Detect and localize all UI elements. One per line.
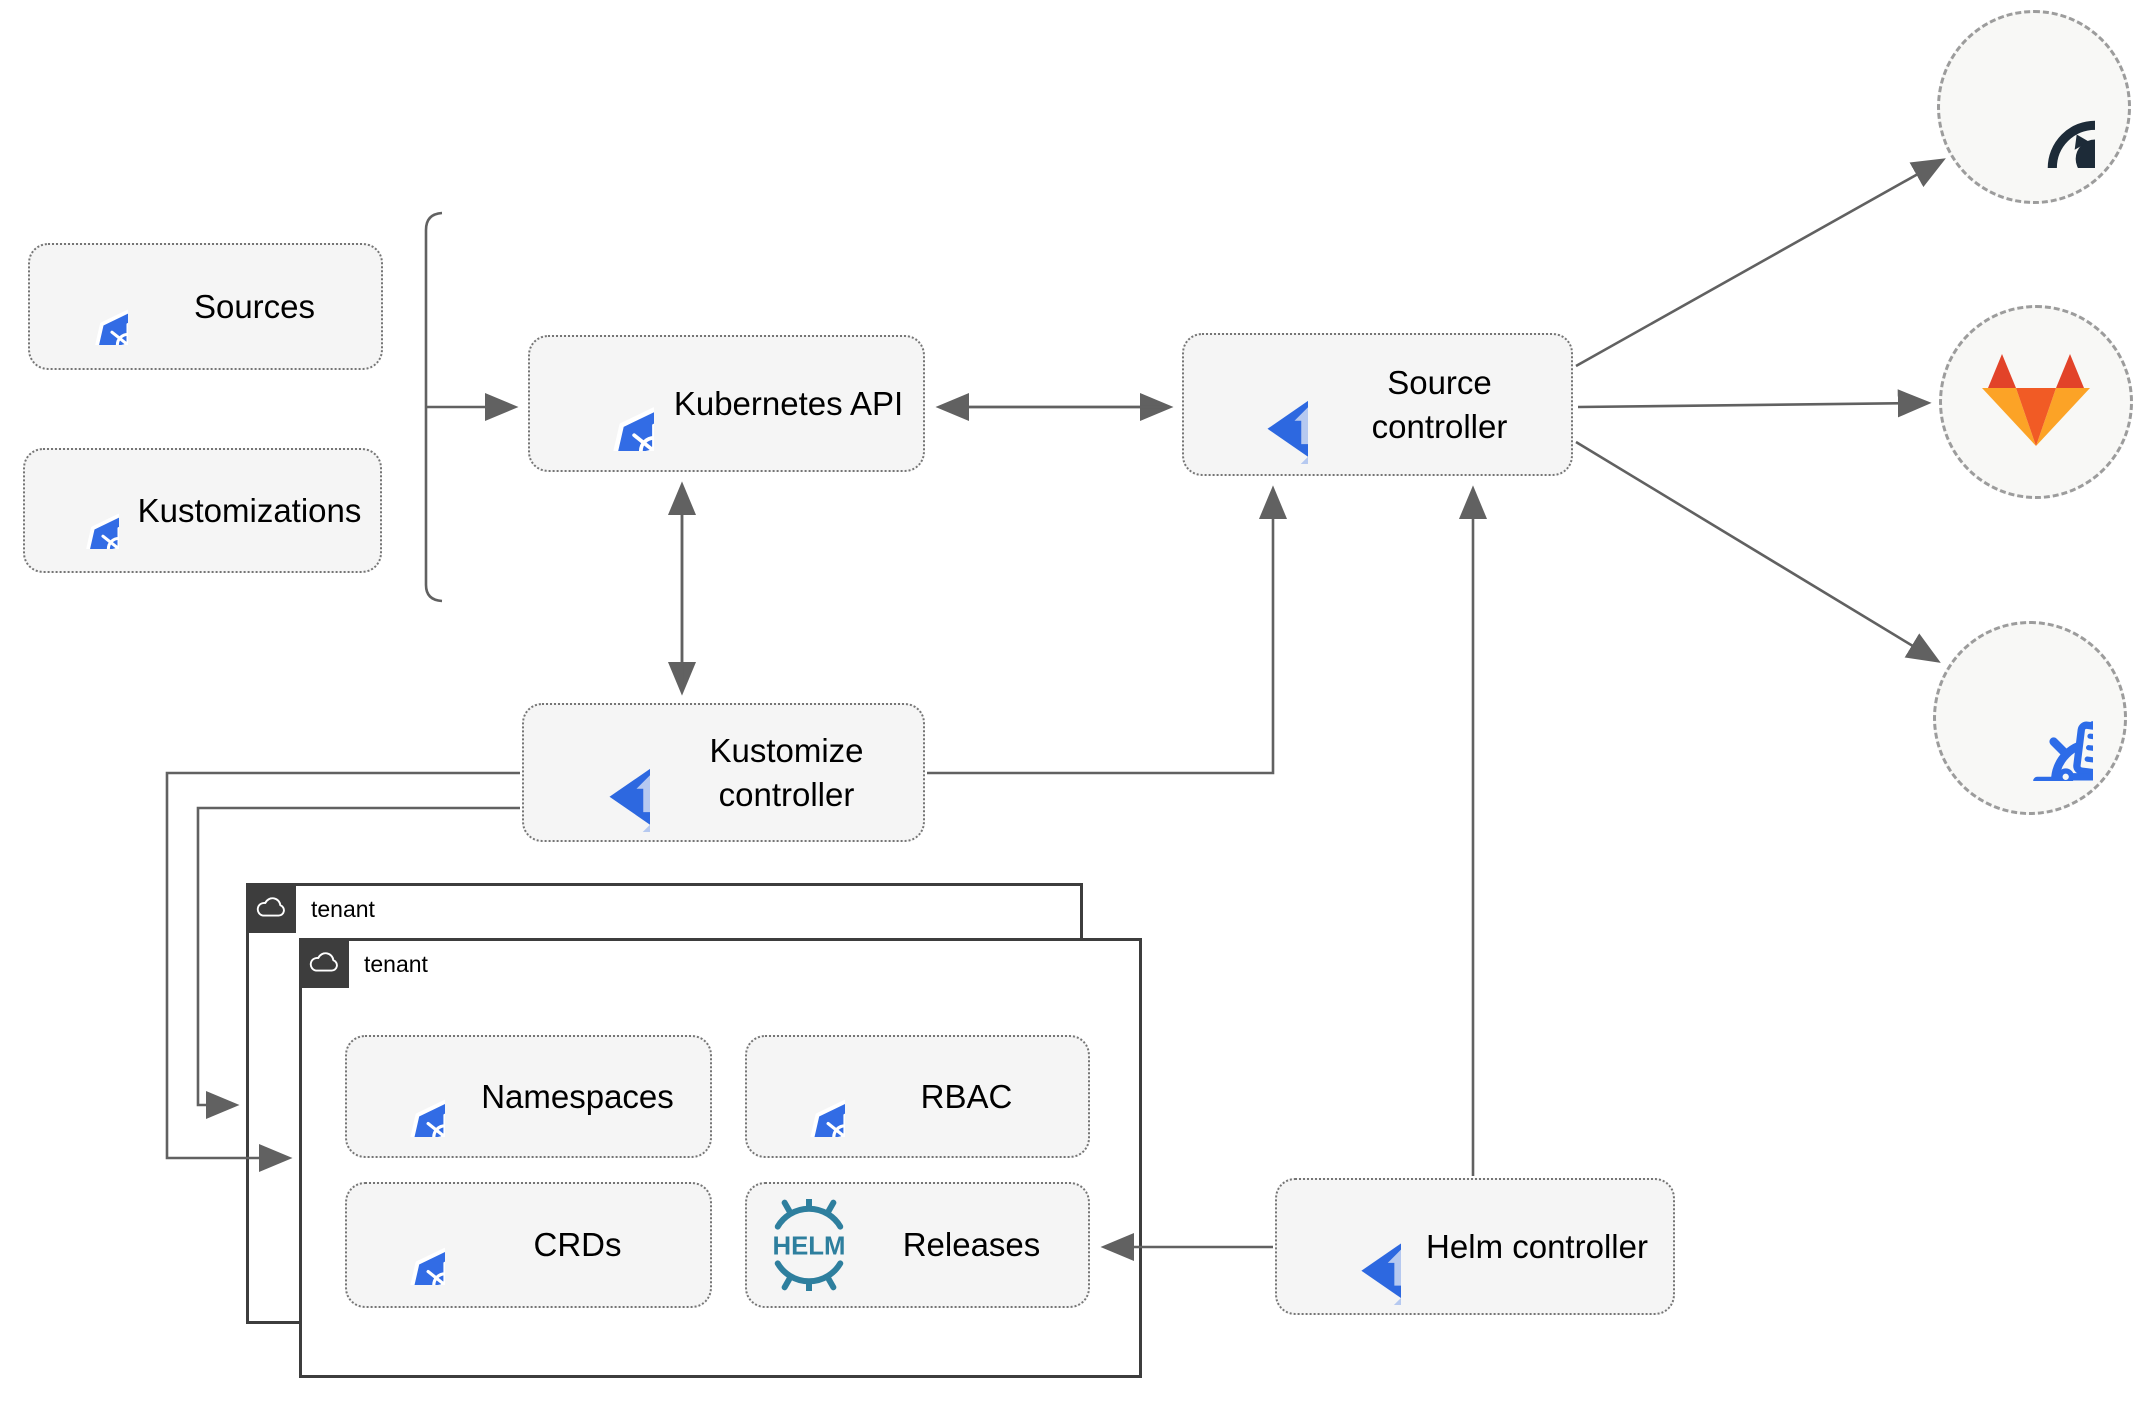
node-label: Kustomize controller — [709, 731, 864, 813]
gitlab-icon — [1976, 352, 2096, 452]
kubernetes-icon — [43, 473, 119, 549]
node-kustomizations: Kustomizations — [23, 448, 382, 573]
kubernetes-icon — [560, 357, 654, 451]
node-releases: HELM Releases — [745, 1182, 1090, 1308]
kubernetes-icon — [365, 1057, 445, 1137]
node-label: Sources — [193, 287, 316, 325]
node-label: Kustomizations — [137, 491, 362, 529]
kubernetes-icon — [765, 1057, 845, 1137]
node-helm-controller: Helm controller — [1275, 1178, 1675, 1315]
tenant-badge — [299, 938, 349, 988]
node-namespaces: Namespaces — [345, 1035, 712, 1158]
helm-logo-text: HELM — [773, 1233, 846, 1261]
arrow-source-to-gitlab — [1577, 389, 1932, 418]
cloud-icon — [254, 897, 288, 920]
node-kustomize-controller: Kustomize controller — [522, 703, 925, 842]
flux-icon — [560, 713, 650, 832]
node-kubernetes-api: Kubernetes API — [528, 335, 925, 472]
node-label: Namespaces — [481, 1077, 674, 1115]
node-label: Helm controller — [1426, 1227, 1648, 1265]
tenant-label: tenant — [311, 896, 375, 922]
cloud-icon — [307, 952, 341, 975]
node-label: RBAC — [920, 1077, 1013, 1115]
arrow-kustomize-to-source-controller — [927, 485, 1288, 775]
tenant-group-front: tenant — [299, 938, 1142, 1378]
node-sources: Sources — [28, 243, 383, 370]
arrow-source-to-kustomize — [1575, 440, 1941, 663]
node-label: Kubernetes API — [673, 384, 904, 422]
tenant-badge — [246, 883, 296, 933]
flux-icon — [1218, 345, 1308, 464]
external-kustomize — [1933, 621, 2127, 815]
arrow-source-to-github — [1575, 158, 1946, 368]
github-icon — [1973, 46, 2095, 168]
node-crds: CRDs — [345, 1182, 712, 1308]
node-label: Source controller — [1371, 363, 1508, 445]
kubernetes-icon — [365, 1205, 445, 1285]
tenant-label: tenant — [364, 951, 428, 977]
node-label: CRDs — [533, 1226, 622, 1264]
node-rbac: RBAC — [745, 1035, 1090, 1158]
node-source-controller: Source controller — [1182, 333, 1573, 476]
node-label: Releases — [902, 1226, 1041, 1264]
external-gitlab — [1939, 305, 2133, 499]
external-github — [1937, 10, 2131, 204]
flux-icon — [1313, 1189, 1401, 1305]
kustomize-icon — [1967, 655, 2093, 781]
bracket-sources-group — [424, 211, 443, 603]
helm-icon: HELM — [763, 1199, 855, 1291]
kubernetes-icon — [52, 269, 128, 345]
